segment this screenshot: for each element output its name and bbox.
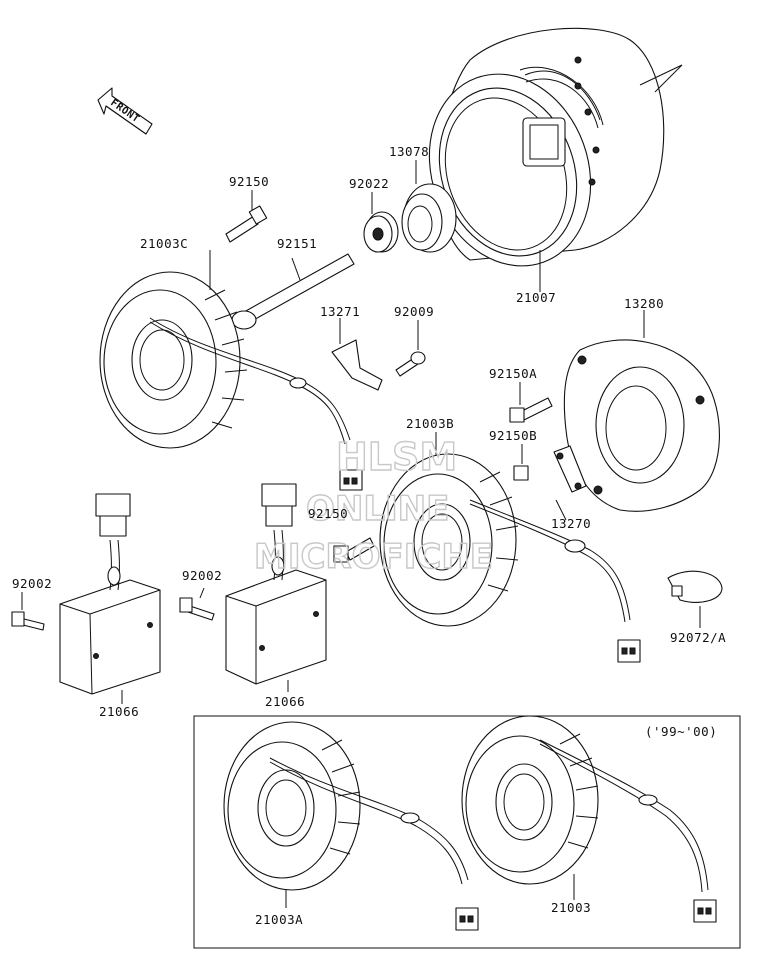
stator-21003C bbox=[99, 250, 351, 449]
bracket-13271 bbox=[331, 318, 383, 391]
watermark-line-3: MICROFICHE bbox=[254, 537, 493, 577]
gear-13078 bbox=[401, 160, 457, 253]
rotor-21007 bbox=[428, 27, 683, 292]
label-21066-left: 21066 bbox=[99, 704, 139, 719]
bolt-92002-mid bbox=[179, 587, 215, 621]
bracket-13270 bbox=[553, 445, 587, 521]
label-13078: 13078 bbox=[389, 144, 429, 159]
label-21066-mid: 21066 bbox=[265, 694, 305, 709]
label-92150B: 92150B bbox=[489, 428, 537, 443]
label-92072A: 92072/A bbox=[670, 630, 726, 645]
bolt-92150B bbox=[513, 444, 529, 481]
bolt-92151 bbox=[231, 253, 355, 330]
stator-21003A bbox=[223, 721, 479, 931]
label-92151: 92151 bbox=[277, 236, 317, 251]
bolt-92150-mid bbox=[333, 537, 375, 563]
bolt-92150A bbox=[509, 382, 553, 423]
regulator-21066-mid bbox=[225, 483, 327, 692]
variant-box bbox=[193, 715, 741, 949]
connector-21003B bbox=[617, 639, 641, 663]
label-92022: 92022 bbox=[349, 176, 389, 191]
label-92150A: 92150A bbox=[489, 366, 537, 381]
bolt-92009 bbox=[395, 320, 426, 377]
stator-21003B bbox=[379, 432, 631, 627]
label-92002-mid: 92002 bbox=[182, 568, 222, 583]
bolt-92150-top bbox=[225, 190, 268, 243]
front-arrow-icon bbox=[97, 87, 153, 135]
label-92150-top: 92150 bbox=[229, 174, 269, 189]
watermark-line-1: HLSM bbox=[336, 435, 457, 479]
label-21003C: 21003C bbox=[140, 236, 188, 251]
washer-92022 bbox=[363, 192, 399, 253]
label-21003: 21003 bbox=[551, 900, 591, 915]
label-21003A: 21003A bbox=[255, 912, 303, 927]
regulator-21066-left bbox=[59, 493, 161, 704]
label-21007: 21007 bbox=[516, 290, 556, 305]
label-13280: 13280 bbox=[624, 296, 664, 311]
label-13270: 13270 bbox=[551, 516, 591, 531]
label-year-range: ('99~'00) bbox=[645, 724, 717, 739]
label-13271: 13271 bbox=[320, 304, 360, 319]
cover-13280 bbox=[563, 310, 720, 512]
stator-21003 bbox=[461, 715, 717, 923]
label-92002-left: 92002 bbox=[12, 576, 52, 591]
bolt-92002-left bbox=[11, 592, 45, 631]
label-92150-mid: 92150 bbox=[308, 506, 348, 521]
clamp-92072A bbox=[667, 570, 723, 628]
label-92009: 92009 bbox=[394, 304, 434, 319]
watermark-line-2: ONLINE bbox=[306, 489, 449, 529]
label-21003B: 21003B bbox=[406, 416, 454, 431]
connector-21003C bbox=[339, 469, 363, 491]
